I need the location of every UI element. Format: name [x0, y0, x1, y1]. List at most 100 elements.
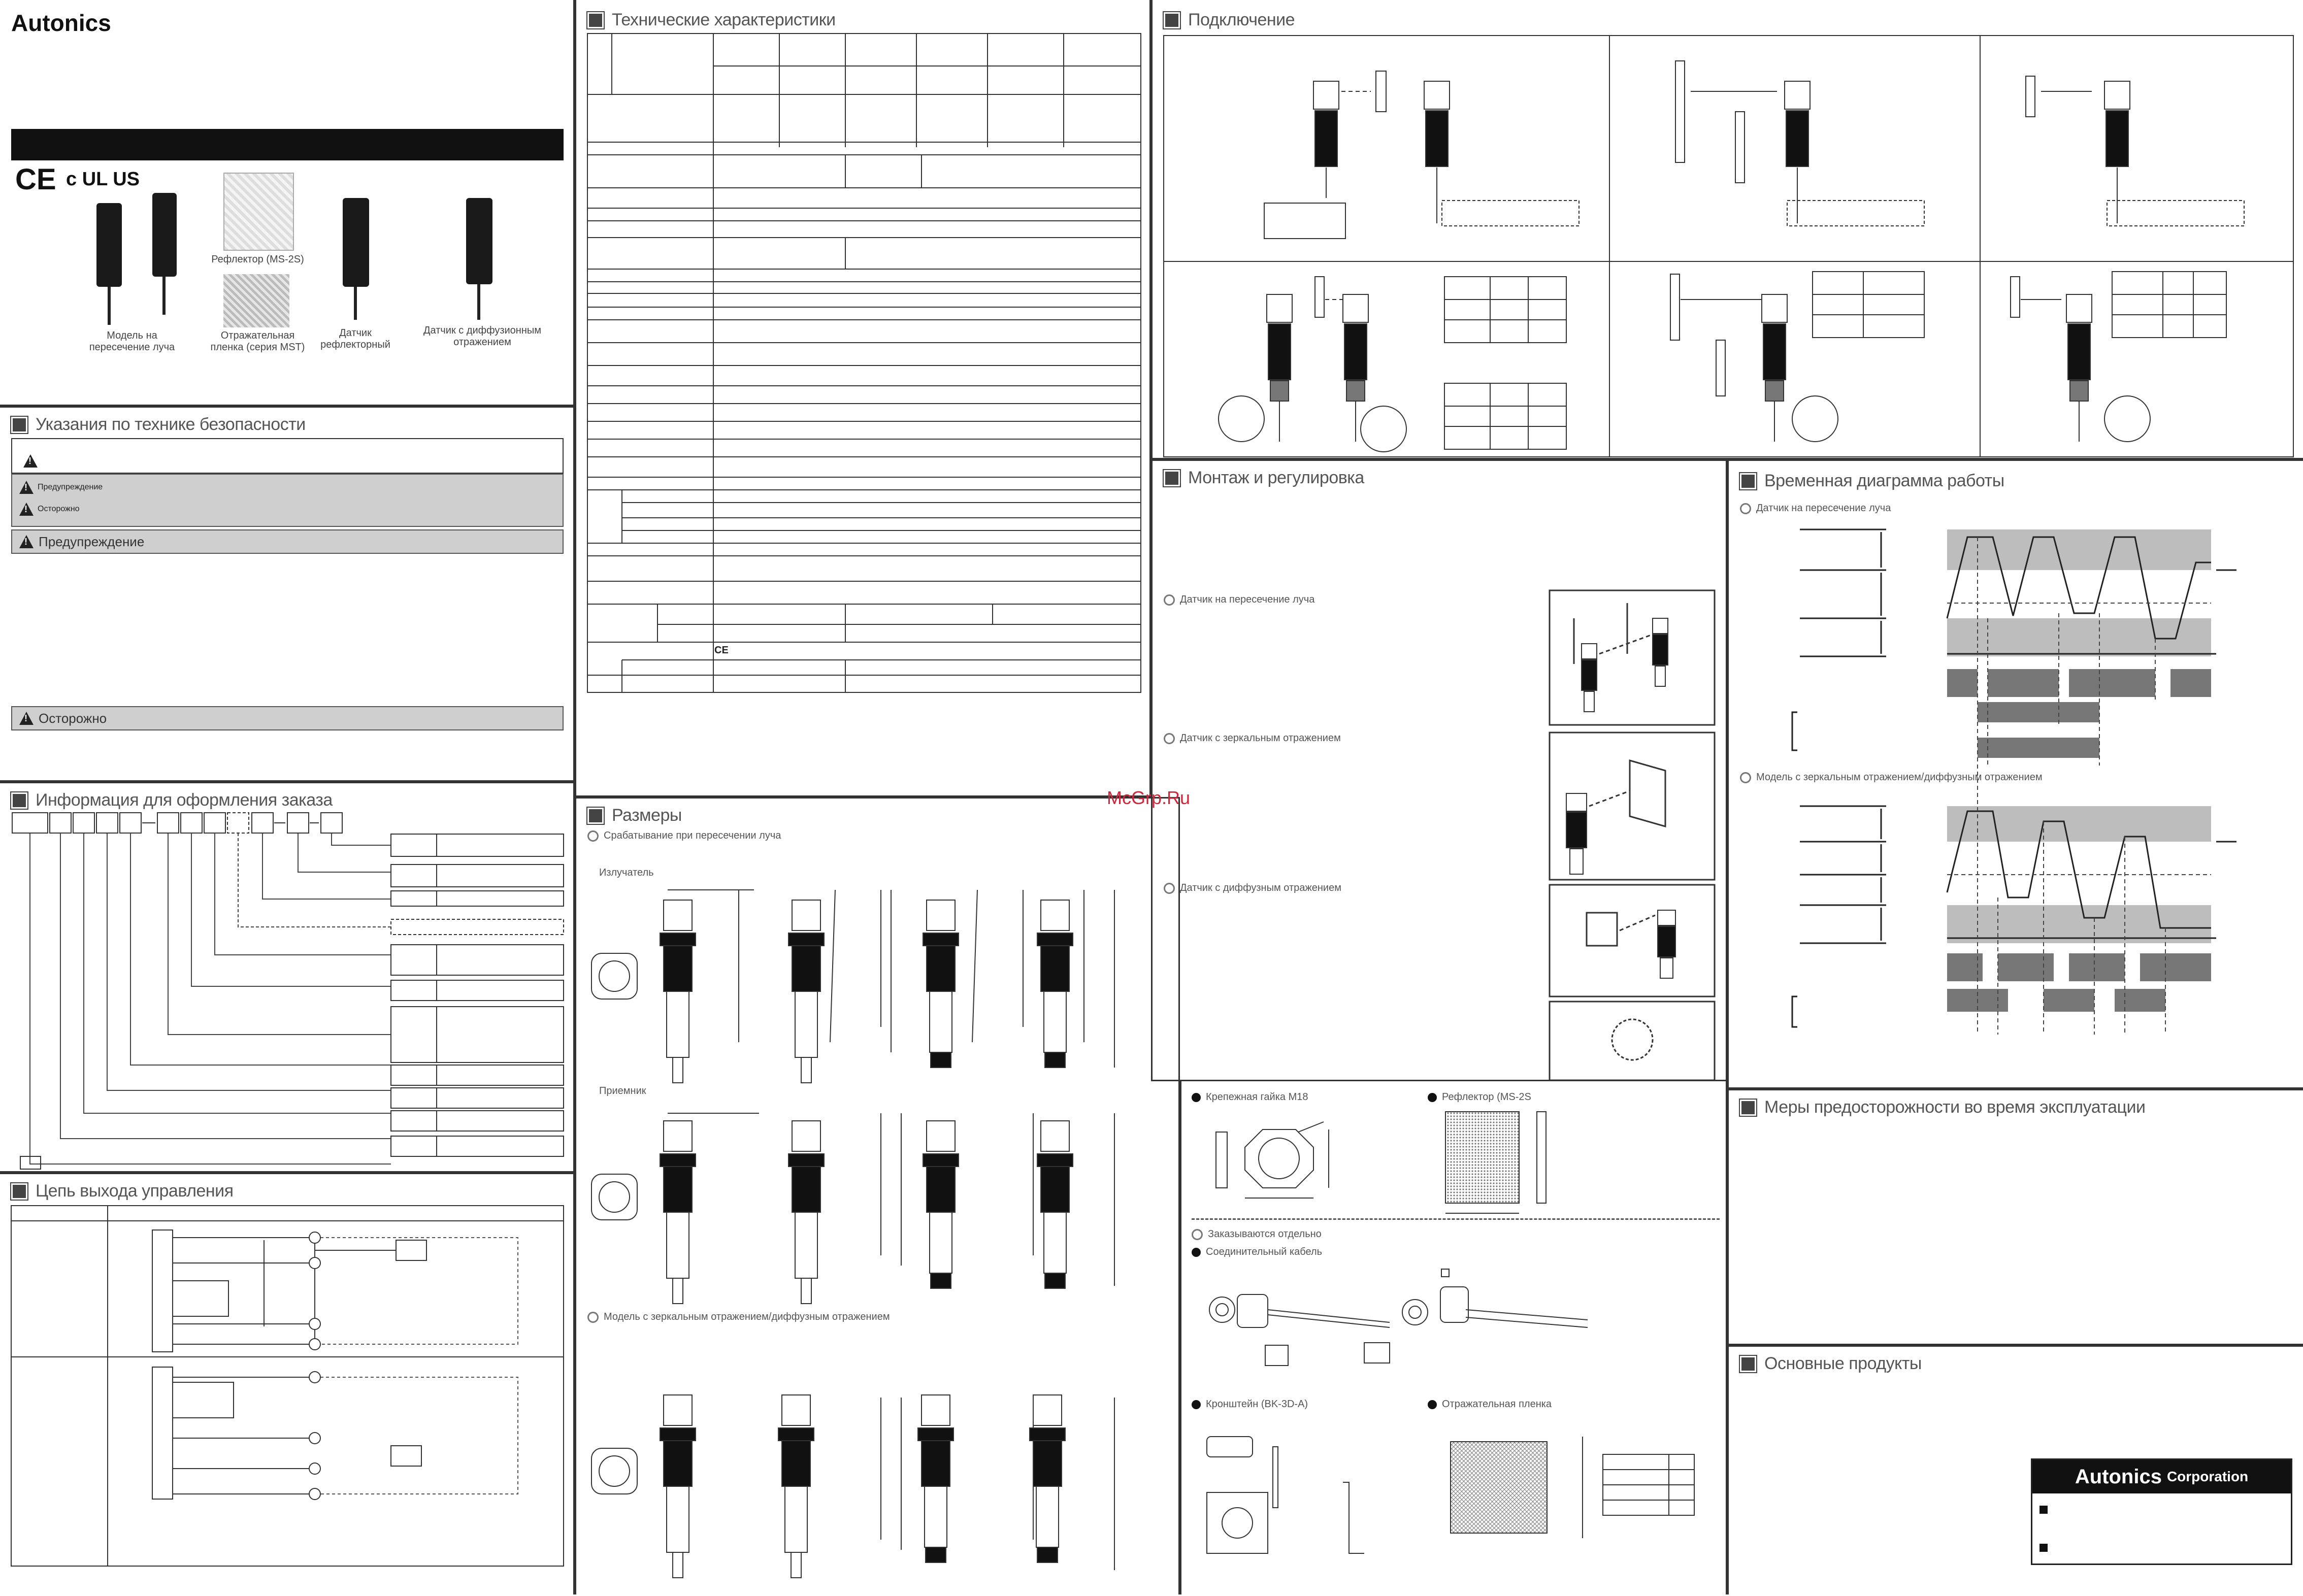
product-label-reflector: Рефлектор (MS-2S) — [211, 254, 304, 265]
dim-through-beam-text: Срабатывание при пересечении луча — [604, 830, 781, 841]
warning-bar: Предупреждение — [11, 529, 564, 554]
timing-title-text: Временная диаграмма работы — [1764, 471, 2004, 490]
timing-title: Временная диаграмма работы — [1739, 471, 2004, 491]
section-square-icon — [1739, 1098, 1757, 1117]
filled-bullet-icon — [1428, 1092, 1437, 1102]
corporation-box: Autonics Corporation — [2031, 1458, 2292, 1565]
warning-icon — [19, 481, 34, 494]
safety-panel: Указания по технике безопасности Предупр… — [0, 406, 575, 782]
timing-mirror-diffuse-text: Модель с зеркальным отражением/диффузным… — [1756, 772, 2043, 783]
control-output-title-text: Цепь выхода управления — [36, 1181, 234, 1201]
sensor-cable-4 — [477, 284, 480, 320]
ordering-title-text: Информация для оформления заказа — [36, 790, 333, 810]
acc-nut-text: Крепежная гайка M18 — [1206, 1091, 1308, 1103]
circle-bullet-icon — [1164, 594, 1175, 606]
through-beam-sensor-image-1 — [96, 203, 122, 287]
main-products-title-text: Основные продукты — [1764, 1354, 1922, 1373]
connection-diagrams — [1163, 35, 2294, 457]
section-square-icon — [10, 415, 28, 434]
circle-bullet-icon — [1192, 1228, 1203, 1240]
filled-bullet-icon — [1192, 1092, 1201, 1102]
product-label-through-beam: Модель на пересечение луча — [89, 330, 175, 353]
caution-bar: Осторожно — [11, 706, 564, 730]
sensor-cable — [108, 287, 111, 325]
warning-icon — [23, 454, 38, 468]
control-output-title: Цепь выхода управления — [10, 1181, 234, 1201]
safety-legend-box: Предупреждение Осторожно — [11, 474, 564, 527]
retroreflective-sensor-image — [343, 198, 369, 287]
caution-bar-text: Осторожно — [39, 710, 107, 726]
acc-ordered-text: Заказываются отдельно — [1208, 1228, 1322, 1240]
mounting-panel: Монтаж и регулировка Датчик на пересечен… — [1151, 459, 1727, 1081]
safety-intro-box — [11, 438, 564, 474]
black-title-bar — [11, 129, 564, 160]
ce-mark: CE — [15, 163, 56, 196]
mount-mirror-text: Датчик с зеркальным отражением — [1180, 733, 1341, 744]
connection-title-text: Подключение — [1188, 10, 1295, 29]
filled-bullet-icon — [1192, 1247, 1201, 1257]
section-square-icon — [586, 11, 605, 29]
section-square-icon — [1739, 1354, 1757, 1373]
corp-bullet-2 — [2039, 1544, 2048, 1552]
corp-bullet-1 — [2039, 1506, 2048, 1514]
main-products-title: Основные продукты — [1739, 1354, 1922, 1374]
acc-cable: Соединительный кабель — [1192, 1246, 1322, 1258]
specs-table — [587, 33, 1141, 693]
ul-mark: c UL US — [66, 169, 140, 190]
product-label-retro: Датчик рефлекторный — [320, 327, 390, 350]
warning-icon — [19, 535, 34, 548]
header-panel: Autonics CE c UL US Модель на пересечени… — [0, 0, 575, 406]
mounting-title: Монтаж и регулировка — [1163, 468, 1364, 488]
dimensions-panel: Размеры Срабатывание при пересечении луч… — [575, 787, 1190, 1594]
accessory-drawings — [1206, 1111, 1695, 1554]
legend-warning-text: Предупреждение — [38, 483, 103, 491]
corporation-logo: Autonics — [2075, 1465, 2162, 1488]
section-square-icon — [1739, 472, 1757, 490]
timing-diagrams — [1791, 528, 2236, 1035]
precautions-panel: Меры предосторожности во время эксплуата… — [1727, 1089, 2303, 1345]
mount-diffuse-text: Датчик с диффузным отражением — [1180, 882, 1341, 893]
through-beam-sensor-image-2 — [152, 193, 177, 277]
dim-through-beam: Срабатывание при пересечении луча — [587, 830, 781, 842]
control-output-panel: Цепь выхода управления — [0, 1173, 575, 1594]
connection-title: Подключение — [1163, 10, 1295, 30]
timing-mirror-diffuse: Модель с зеркальным отражением/диффузным… — [1740, 772, 2043, 783]
section-square-icon — [1163, 11, 1181, 29]
corporation-suffix: Corporation — [2166, 1469, 2249, 1484]
dimension-drawings — [591, 889, 1115, 1578]
timing-through-beam: Датчик на пересечение луча — [1740, 503, 1891, 514]
circle-bullet-icon — [587, 830, 599, 842]
product-label-diffuse: Датчик с диффузионным отражением — [423, 325, 542, 348]
dimensions-title-text: Размеры — [612, 806, 682, 825]
acc-film-text: Отражательная пленка — [1442, 1399, 1552, 1410]
control-output-circuit — [11, 1205, 564, 1567]
dim-emitter: Излучатель — [599, 867, 654, 878]
filled-bullet-icon — [1192, 1400, 1201, 1409]
acc-cable-text: Соединительный кабель — [1206, 1246, 1323, 1257]
dimensions-title: Размеры — [586, 806, 682, 825]
mounting-title-text: Монтаж и регулировка — [1188, 468, 1364, 487]
acc-bracket-text: Кронштейн (BK-3D-A) — [1206, 1399, 1308, 1410]
circle-bullet-icon — [1740, 503, 1751, 514]
diffuse-sensor-image — [466, 198, 492, 284]
specs-panel: Технические характеристики CE — [575, 0, 1151, 797]
safety-title-text: Указания по технике безопасности — [36, 415, 306, 434]
sensor-cable-2 — [162, 277, 166, 315]
acc-reflector: Рефлектор (MS-2S — [1428, 1091, 1531, 1103]
specs-title-text: Технические характеристики — [612, 10, 836, 29]
section-square-icon — [1163, 469, 1181, 487]
timing-panel: Временная диаграмма работы Датчик на пер… — [1727, 459, 2303, 1089]
dim-receiver: Приемник — [599, 1085, 646, 1096]
circle-bullet-icon — [1164, 882, 1175, 894]
accessories-panel: Крепежная гайка M18 Рефлектор (MS-2S Зак… — [1180, 1081, 1727, 1594]
circle-bullet-icon — [1164, 733, 1175, 744]
mount-mirror: Датчик с зеркальным отражением — [1164, 733, 1341, 744]
legend-caution-text: Осторожно — [38, 505, 80, 513]
acc-bracket: Кронштейн (BK-3D-A) — [1192, 1399, 1308, 1410]
circle-bullet-icon — [587, 1311, 599, 1323]
legend-warning: Предупреждение — [19, 481, 103, 494]
section-square-icon — [10, 1182, 28, 1201]
precautions-title: Меры предосторожности во время эксплуата… — [1739, 1098, 2146, 1117]
ordering-panel: Информация для оформления заказа — [0, 782, 575, 1173]
mounting-illustrations — [1549, 589, 1716, 1081]
